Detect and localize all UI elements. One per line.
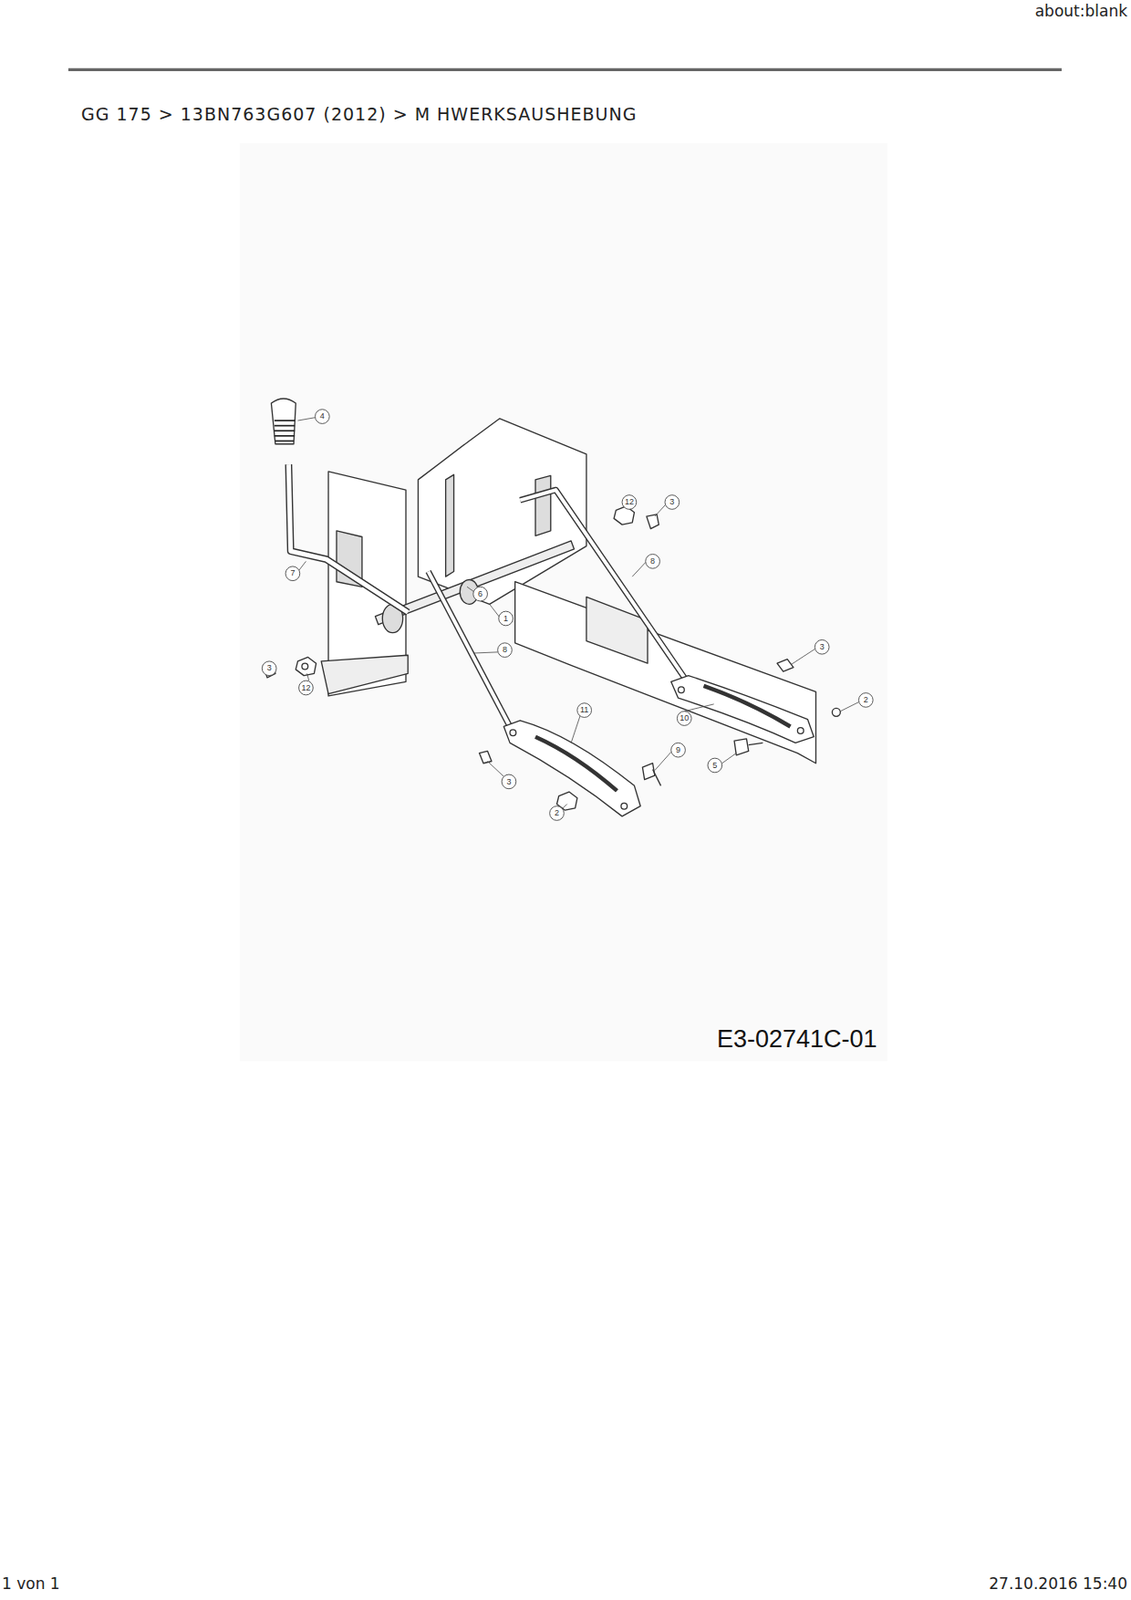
callout-number: 4 (320, 412, 325, 421)
callout-number: 6 (477, 589, 483, 598)
callout-number: 2 (863, 695, 869, 705)
print-date: 27.10.2016 15:40 (988, 1576, 1128, 1592)
callout-number: 8 (650, 557, 655, 566)
callout-number: 7 (290, 569, 295, 578)
page-title: GG 175 > 13BN763G607 (2012) > M HWERKSAU… (81, 105, 637, 124)
callout-number: 1 (503, 613, 509, 623)
callout-number: 10 (679, 714, 689, 723)
callout-number: 8 (502, 645, 508, 654)
callout-number: 3 (506, 777, 511, 786)
browser-url: about:blank (1035, 3, 1128, 20)
callout-number: 3 (669, 498, 675, 507)
callout-number: 12 (624, 498, 634, 507)
callout-number: 2 (554, 809, 560, 818)
callout-number: 12 (300, 683, 311, 692)
drawing-code: E3-02741C-01 (716, 1027, 878, 1052)
callout-number: 3 (267, 664, 272, 673)
callout-number: 3 (819, 642, 825, 651)
callout-number: 5 (712, 760, 717, 769)
page-count: 1 von 1 (1, 1576, 61, 1592)
callout-number: 11 (580, 705, 589, 715)
callout-number: 9 (675, 745, 681, 754)
